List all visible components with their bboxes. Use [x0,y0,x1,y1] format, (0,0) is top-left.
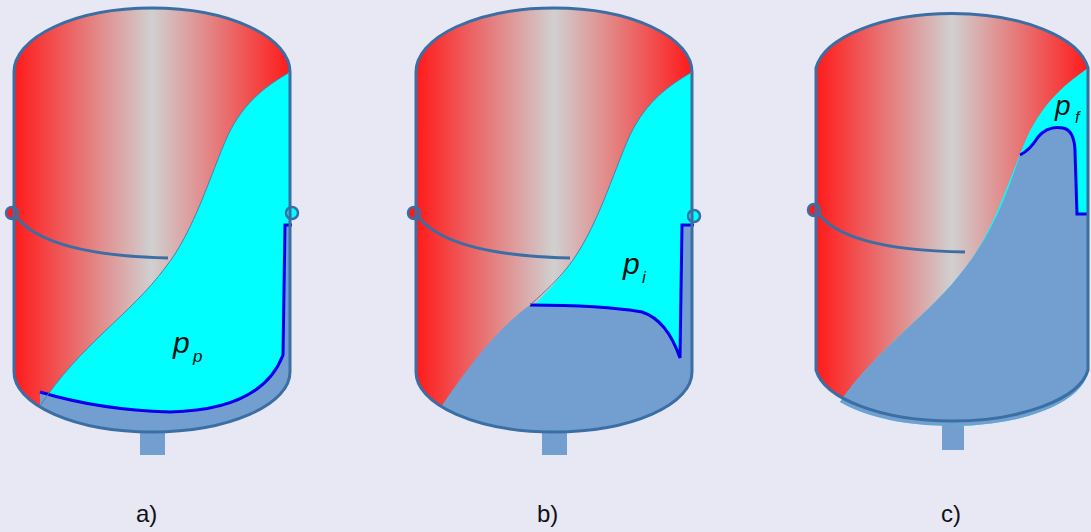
vessel-c [808,13,1089,450]
pressure-symbol: p [173,328,190,358]
pressure-subscript: f [1075,110,1079,126]
pressure-symbol: p [1055,92,1071,120]
vessel-b [408,8,700,455]
pressure-subscript: i [642,269,646,286]
pressure-symbol: p [623,249,640,279]
pressure-subscript: p [193,348,202,365]
panel-label: b) [537,502,558,526]
panel-label: c) [941,502,961,526]
panel-label: a) [136,502,157,526]
vessel-a [6,8,298,455]
